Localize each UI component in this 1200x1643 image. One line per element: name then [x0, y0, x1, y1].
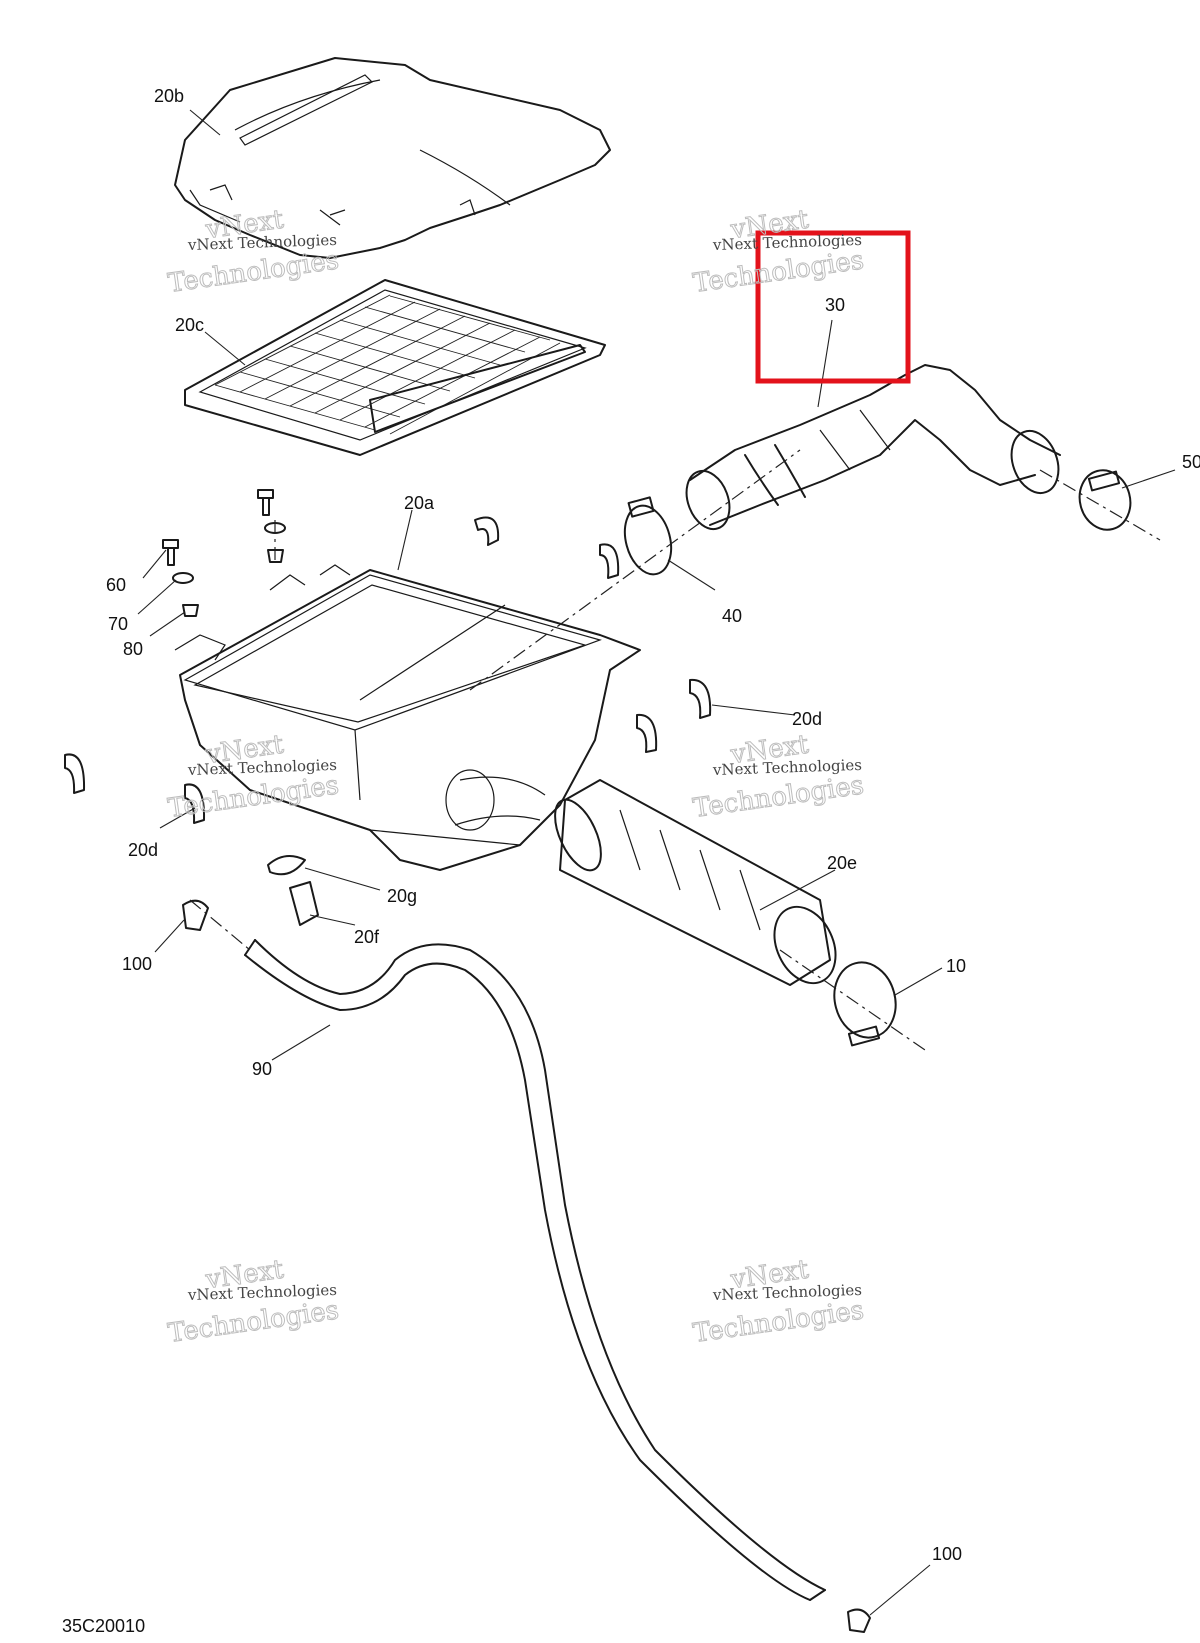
callout-10: 10 [946, 956, 966, 976]
callout-20f: 20f [354, 927, 380, 947]
callout-20g: 20g [387, 886, 417, 906]
callout-20a: 20a [404, 493, 435, 513]
diagram-code: 35C20010 [62, 1616, 145, 1636]
watermark-5: vNext vNext Technologies Technologies [166, 1254, 342, 1349]
plug-20f-part [289, 881, 319, 926]
watermark-2: vNext vNext Technologies Technologies [691, 204, 867, 299]
watermark-small-line: vNext Technologies [187, 756, 338, 779]
watermark-4: vNext vNext Technologies Technologies [691, 729, 867, 824]
watermark-1: vNext vNext Technologies Technologies [166, 204, 342, 299]
callout-20c: 20c [175, 315, 204, 335]
bolt-60-part [162, 539, 179, 566]
inlet-duct-part [685, 364, 1061, 531]
clamp-100-parts [182, 899, 871, 1633]
air-filter-part [184, 279, 606, 456]
leader-lines [137, 109, 1176, 1616]
callout-30: 30 [825, 295, 845, 315]
filter-mesh [214, 294, 561, 435]
clamp-50-part [1078, 469, 1132, 531]
bolt-top-part [257, 489, 286, 563]
callout-20d-left: 20d [128, 840, 158, 860]
watermark-small-line: vNext Technologies [712, 231, 863, 254]
clip-20d-parts [64, 516, 712, 824]
watermark-6: vNext vNext Technologies Technologies [691, 1254, 867, 1349]
watermark-small-line: vNext Technologies [187, 231, 338, 254]
callout-20b: 20b [154, 86, 184, 106]
clamp-40-part [623, 496, 673, 576]
watermark-small-line: vNext Technologies [712, 756, 863, 779]
watermark-small-line: vNext Technologies [187, 1281, 338, 1304]
callout-100-bottom: 100 [932, 1544, 962, 1564]
callout-40: 40 [722, 606, 742, 626]
axis-line-2 [1039, 469, 1161, 541]
callout-60: 60 [106, 575, 126, 595]
intake-boot-part [554, 779, 837, 986]
washer-70-part [172, 572, 194, 584]
callout-70: 70 [108, 614, 128, 634]
airbox-cover-part [174, 57, 611, 259]
watermark-small-line: vNext Technologies [712, 1281, 863, 1304]
watermark-3: vNext vNext Technologies Technologies [166, 729, 342, 824]
callout-100-top: 100 [122, 954, 152, 974]
airbox-body-part [174, 564, 641, 871]
callout-20d-right: 20d [792, 709, 822, 729]
grommet-80-part [182, 604, 199, 617]
axis-line-3 [779, 949, 926, 1051]
callout-20e: 20e [827, 853, 857, 873]
callout-90: 90 [252, 1059, 272, 1079]
drain-hose-part [244, 939, 826, 1601]
hose-clamp-20g-part [267, 855, 306, 876]
callout-80: 80 [123, 639, 143, 659]
highlight-box [755, 230, 911, 384]
clamp-10-part [833, 961, 897, 1047]
axis-line-4 [189, 899, 251, 951]
callout-50: 50 [1182, 452, 1200, 472]
